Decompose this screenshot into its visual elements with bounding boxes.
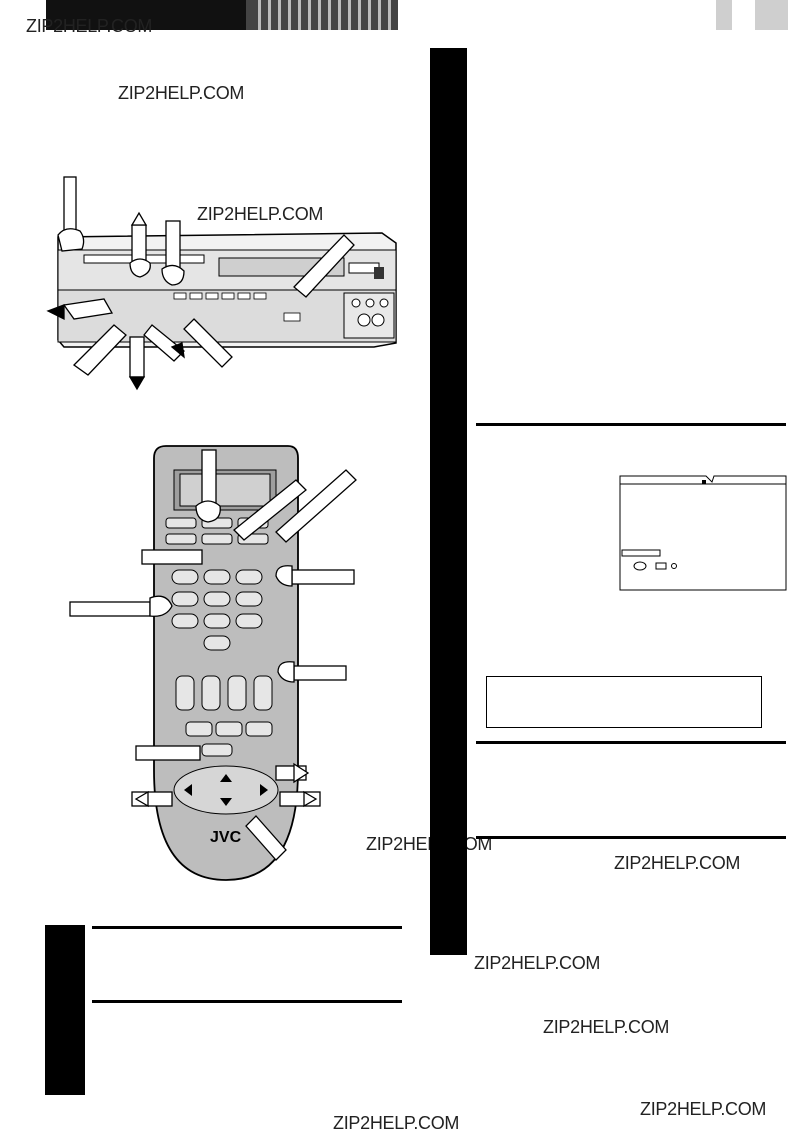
remote-brand-logo: JVC — [210, 829, 242, 846]
left-section-rule-middle — [92, 1000, 402, 1003]
right-section-tab-bar — [430, 48, 467, 955]
right-section-rule-3 — [476, 836, 786, 839]
header-tab-right-2 — [755, 0, 788, 30]
left-section-rule-top — [92, 926, 402, 929]
watermark-text: ZIP2HELP.COM — [474, 953, 601, 973]
watermark-text: ZIP2HELP.COM — [333, 1113, 460, 1133]
watermark-text: ZIP2HELP.COM — [543, 1017, 670, 1037]
right-section-rule-2 — [476, 741, 786, 744]
watermark-text: ZIP2HELP.COM — [197, 204, 324, 224]
remote-control-illustration: JVC — [66, 440, 366, 885]
watermark-text: ZIP2HELP.COM — [118, 83, 245, 103]
note-box — [486, 676, 762, 728]
left-section-tab-bar — [45, 925, 85, 1095]
vcr-front-panel-illustration — [44, 175, 404, 391]
header-tab-right-1 — [716, 0, 732, 30]
watermark-text: ZIP2HELP.COM — [640, 1099, 767, 1119]
watermark-text: ZIP2HELP.COM — [614, 853, 741, 873]
header-stripe-band — [28, 0, 398, 30]
watermark-text: ZIP2HELP.COM — [26, 16, 153, 36]
right-section-rule-1 — [476, 423, 786, 426]
on-screen-display-illustration — [618, 472, 788, 592]
